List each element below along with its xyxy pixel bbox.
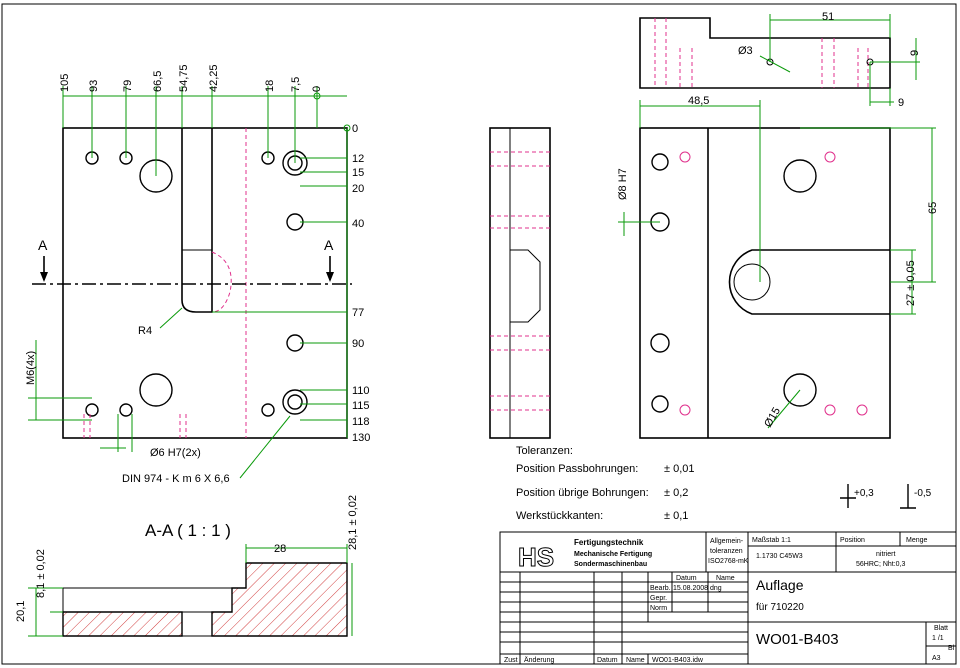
top-dim-1: 93 — [88, 80, 100, 92]
right-dim-6: 90 — [352, 338, 364, 350]
tolerance-block: Toleranzen: Position Passbohrungen: ± 0,… — [516, 445, 932, 522]
section-view: A-A ( 1 : 1 ) 28 28,1 ± 0,02 8,1 ± 0,02 … — [15, 495, 359, 637]
right-dim-9: 118 — [352, 416, 370, 428]
top-dim-7: 7,5 — [290, 77, 302, 92]
general-tol-0: Allgemein- — [710, 538, 744, 545]
front-dim-8h7: Ø8 H7 — [617, 168, 629, 200]
top-view-hole-3: Ø3 — [738, 45, 753, 57]
top-dim-5: 42,25 — [208, 64, 220, 92]
position-label: Position — [840, 537, 865, 544]
top-view-dim-9b: 9 — [898, 97, 904, 109]
top-view-dim-51: 51 — [822, 11, 834, 23]
front-dim-27: 27 ± 0,05 — [905, 260, 917, 306]
tolerances-title: Toleranzen: — [516, 445, 573, 457]
tolerance-label-2: Werkstückkanten: — [516, 510, 603, 522]
front-dim-65: 65 — [927, 202, 939, 214]
section-dim-28-1: 28,1 ± 0,02 — [347, 495, 359, 550]
col-datum: Datum — [676, 575, 697, 582]
sheet-value: 1 /1 — [932, 635, 944, 642]
general-tol-2: ISO2768-mK — [708, 558, 749, 565]
radius-label: R4 — [138, 325, 152, 337]
top-view-dim-9a: 9 — [909, 50, 921, 56]
top-dim-0: 105 — [59, 74, 71, 92]
bearb-name: dng — [710, 585, 722, 592]
front-dim-48-5: 48,5 — [688, 95, 709, 107]
bearb-label: Bearb. — [650, 585, 671, 592]
drawing-title: Auflage — [756, 577, 804, 593]
aenderung-label: Änderung — [524, 656, 554, 664]
right-dim-0: 0 — [352, 123, 358, 135]
tolerance-label-0: Position Passbohrungen: — [516, 463, 638, 475]
right-dim-3: 20 — [352, 183, 364, 195]
bl-label: Bl — [948, 645, 955, 652]
top-dim-3: 66,5 — [152, 71, 164, 92]
screw-label: DIN 974 - K m 6 X 6,6 — [122, 473, 230, 485]
section-dim-28: 28 — [274, 543, 286, 555]
right-dim-1: 12 — [352, 153, 364, 165]
company-line-2: Sondermaschinenbau — [574, 561, 647, 568]
top-dim-2: 79 — [122, 80, 134, 92]
norm-label: Norm — [650, 605, 667, 612]
company-line-0: Fertigungstechnik — [574, 538, 644, 547]
surface-minus-label: -0,5 — [914, 488, 932, 499]
right-dim-8: 115 — [352, 400, 370, 412]
treatment-0: nitriert — [876, 551, 896, 558]
top-dim-6: 18 — [264, 80, 276, 92]
top-view: 51 9 9 Ø3 — [639, 11, 921, 109]
right-dim-10: 130 — [352, 432, 370, 444]
tolerance-value-0: ± 0,01 — [664, 463, 695, 475]
plan-view — [32, 127, 352, 439]
right-dim-5: 77 — [352, 307, 364, 319]
col-name: Name — [716, 575, 735, 582]
front-dim-15: Ø15 — [762, 405, 783, 429]
pin-label: Ø6 H7(2x) — [150, 447, 201, 459]
section-mark-right: A — [324, 237, 334, 253]
plan-view-dimensions: 105 93 79 66,5 54,75 42,25 18 7,5 0 0 12… — [25, 64, 370, 485]
section-dim-20-1: 20,1 — [15, 601, 27, 622]
treatment-1: 56HRC; Nht:0,3 — [856, 561, 906, 568]
general-tol-1: toleranzen — [710, 548, 743, 555]
title-block: HS Fertigungstechnik Mechanische Fertigu… — [499, 531, 957, 665]
front-view: 48,5 65 27 ± 0,05 Ø8 H7 Ø15 — [617, 95, 939, 439]
bearb-date: 15.08.2008 — [673, 585, 708, 592]
file-name: WO01-B403.idw — [652, 657, 704, 664]
surface-plus-label: +0,3 — [854, 488, 874, 499]
company-logo: HS — [518, 542, 554, 572]
name-label: Name — [626, 657, 645, 664]
section-mark-left: A — [38, 237, 48, 253]
tolerance-value-1: ± 0,2 — [664, 487, 688, 499]
datum-label: Datum — [597, 657, 618, 664]
massstab-label: Maßstab 1:1 — [752, 537, 791, 544]
drawing-number: WO01-B403 — [756, 631, 839, 648]
right-dim-7: 110 — [352, 385, 370, 397]
sheet-label: Blatt — [934, 625, 948, 632]
format-label: A3 — [932, 655, 941, 662]
top-dim-4: 54,75 — [178, 64, 190, 92]
top-dim-8: 0 — [311, 86, 323, 92]
material-label: 1.1730 C45W3 — [756, 553, 803, 560]
tolerance-value-2: ± 0,1 — [664, 510, 688, 522]
company-line-1: Mechanische Fertigung — [574, 551, 652, 558]
zust-label: Zust — [504, 657, 518, 664]
right-dim-2: 15 — [352, 167, 364, 179]
side-view — [489, 127, 551, 439]
right-dim-4: 40 — [352, 218, 364, 230]
drawing-subtitle: für 710220 — [756, 602, 804, 613]
section-title: A-A ( 1 : 1 ) — [145, 521, 231, 540]
gepr-label: Gepr. — [650, 595, 667, 602]
sheet-frame — [1, 3, 957, 665]
menge-label: Menge — [906, 537, 928, 544]
tolerance-label-1: Position übrige Bohrungen: — [516, 487, 649, 499]
section-dim-8-1: 8,1 ± 0,02 — [35, 549, 47, 598]
thread-label: M6(4x) — [25, 351, 37, 385]
